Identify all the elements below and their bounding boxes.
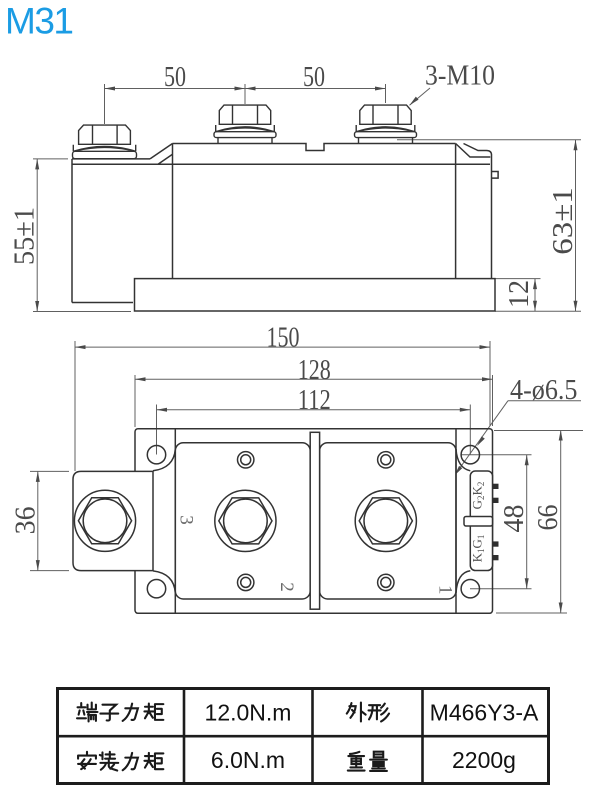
svg-text:M31: M31 (5, 1, 72, 42)
svg-text:3: 3 (176, 515, 197, 525)
svg-text:1: 1 (435, 585, 456, 595)
svg-text:K1G1: K1G1 (470, 535, 487, 563)
svg-text:112: 112 (298, 384, 331, 416)
svg-text:48: 48 (498, 505, 530, 533)
svg-text:G2K2: G2K2 (470, 482, 487, 510)
svg-text:12: 12 (503, 280, 535, 308)
svg-text:2: 2 (276, 582, 297, 592)
svg-text:128: 128 (298, 354, 331, 386)
svg-text:55±1: 55±1 (9, 207, 41, 265)
svg-text:63±1: 63±1 (547, 187, 579, 255)
svg-text:4-ø6.5: 4-ø6.5 (510, 374, 578, 406)
svg-text:66: 66 (532, 505, 564, 531)
svg-text:M466Y3-A: M466Y3-A (430, 699, 539, 725)
svg-text:12.0N.m: 12.0N.m (205, 699, 292, 725)
svg-text:2200g: 2200g (452, 747, 516, 773)
svg-text:36: 36 (9, 506, 41, 534)
svg-text:6.0N.m: 6.0N.m (211, 747, 285, 773)
svg-text:150: 150 (267, 322, 300, 354)
svg-text:50: 50 (164, 61, 186, 93)
svg-text:3-M10: 3-M10 (425, 60, 495, 92)
svg-text:50: 50 (303, 61, 325, 93)
